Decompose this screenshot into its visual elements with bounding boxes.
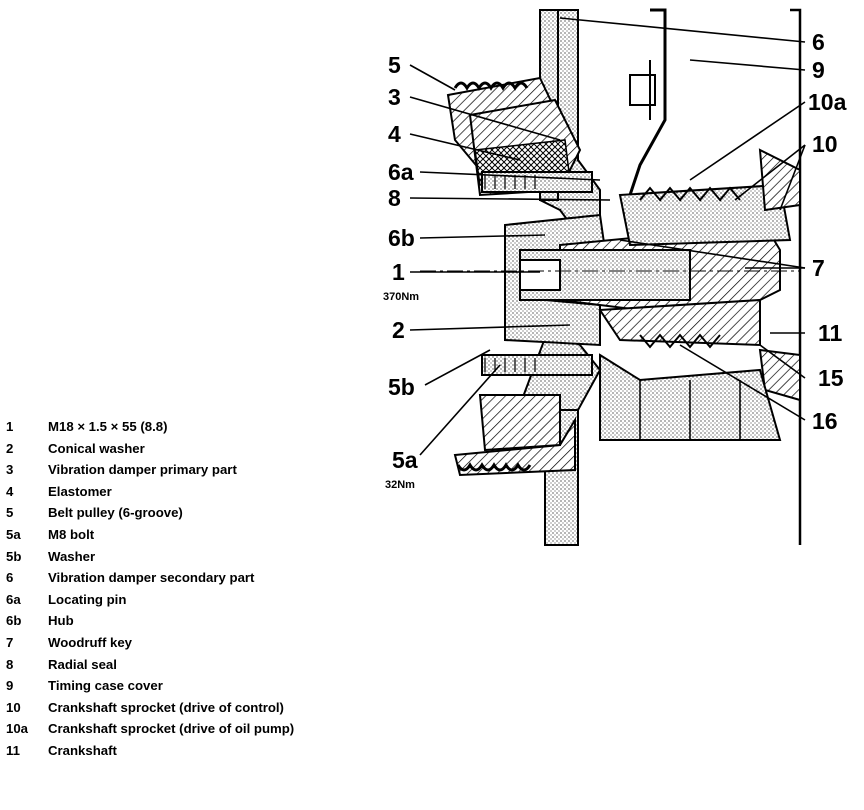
callout-15: 15 <box>818 365 844 391</box>
callout-5b: 5b <box>388 374 415 400</box>
callout-8: 8 <box>388 185 401 211</box>
legend-description: Vibration damper primary part <box>48 462 237 478</box>
callout-16: 16 <box>812 408 838 434</box>
legend-row: 10 Crankshaft sprocket (drive of control) <box>6 697 336 719</box>
legend-number: 5b <box>6 548 22 564</box>
legend-row: 1 M18 × 1.5 × 55 (8.8) <box>6 416 336 438</box>
legend-number: 6 <box>6 570 14 586</box>
legend-description: Conical washer <box>48 440 145 456</box>
legend-description: Radial seal <box>48 656 117 672</box>
crankshaft-sprockets <box>618 183 792 349</box>
legend-description: Vibration damper secondary part <box>48 570 255 586</box>
torque-bolt-1: 370Nm <box>383 291 419 303</box>
legend-row: 5 Belt pulley (6-groove) <box>6 502 336 524</box>
legend-row: 9 Timing case cover <box>6 675 336 697</box>
legend-number: 1 <box>6 419 14 434</box>
legend-number: 4 <box>6 483 14 499</box>
callout-labels: 5 3 4 6a 8 6b 1 370Nm 2 5b 5a 32Nm 6 9 1… <box>383 29 847 491</box>
legend-description: Timing case cover <box>48 678 163 694</box>
callout-11: 11 <box>818 320 843 346</box>
legend-description: Woodruff key <box>48 634 133 650</box>
callout-5: 5 <box>388 52 401 78</box>
legend-number: 10 <box>6 699 21 715</box>
callout-10a: 10a <box>808 89 847 115</box>
legend-description: Crankshaft sprocket (drive of oil pump) <box>48 721 295 737</box>
callout-7: 7 <box>812 255 825 281</box>
callout-5a: 5a <box>392 447 418 473</box>
legend-number: 5a <box>6 526 21 542</box>
legend-row: 5b Washer <box>6 546 336 568</box>
legend-number: 6b <box>6 613 22 629</box>
callout-4: 4 <box>388 121 401 147</box>
callout-3: 3 <box>388 84 401 110</box>
legend-row: 8 Radial seal <box>6 654 336 676</box>
leader-lines <box>409 17 806 456</box>
legend-number: 5 <box>6 505 14 521</box>
legend-number: 8 <box>6 656 14 672</box>
legend-description: Crankshaft <box>48 742 117 758</box>
legend-row: 6b Hub <box>6 610 336 632</box>
legend-row: 6 Vibration damper secondary part <box>6 567 336 589</box>
legend-number: 7 <box>6 634 14 650</box>
callout-6a: 6a <box>388 159 414 185</box>
legend-row: 4 Elastomer <box>6 481 336 503</box>
legend-description: Washer <box>48 548 96 564</box>
timing-case-cover <box>599 8 802 545</box>
legend-number: 6a <box>6 591 21 607</box>
legend-number: 9 <box>6 678 14 694</box>
legend-row: 5a M8 bolt <box>6 524 336 546</box>
callout-1: 1 <box>392 259 405 285</box>
crankshaft <box>519 223 781 347</box>
legend-row: 3 Vibration damper primary part <box>6 459 336 481</box>
legend-row: 7 Woodruff key <box>6 632 336 654</box>
legend-description: M8 bolt <box>48 526 95 542</box>
callout-9: 9 <box>812 57 825 83</box>
m8-bolts <box>481 171 593 376</box>
legend-number: 3 <box>6 462 14 478</box>
callout-2: 2 <box>392 317 405 343</box>
torque-bolt-5a: 32Nm <box>385 479 415 491</box>
legend-row: 6a Locating pin <box>6 589 336 611</box>
legend-number: 11 <box>6 742 20 758</box>
legend-description: Belt pulley (6-groove) <box>48 505 183 521</box>
legend-description: Locating pin <box>48 591 127 607</box>
callout-10: 10 <box>812 131 838 157</box>
legend-row: 2 Conical washer <box>6 438 336 460</box>
legend-row: 10a Crankshaft sprocket (drive of oil pum… <box>6 718 336 740</box>
legend-number: 2 <box>6 440 14 456</box>
callout-6b: 6b <box>388 225 415 251</box>
legend-description: Elastomer <box>48 483 112 499</box>
legend-description: Crankshaft sprocket (drive of control) <box>48 699 284 715</box>
callout-6: 6 <box>812 29 825 55</box>
legend-description: Hub <box>48 613 74 629</box>
legend-row: 11 Crankshaft <box>6 740 336 762</box>
legend-number: 10a <box>6 721 29 737</box>
legend-description: M18 × 1.5 × 55 (8.8) <box>48 419 168 434</box>
